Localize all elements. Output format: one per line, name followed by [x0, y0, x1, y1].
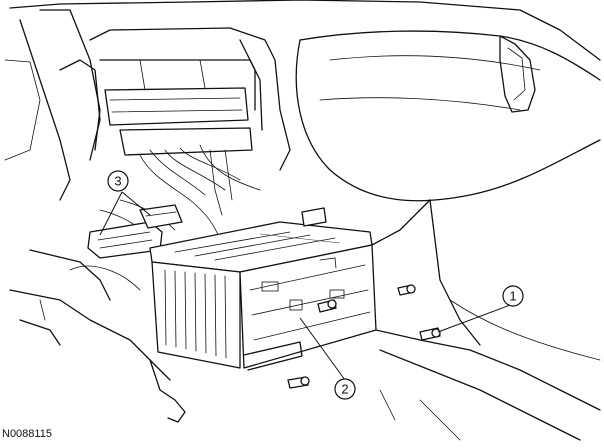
radio-opening-frame [59, 27, 291, 171]
callout-1-label: 1 [509, 289, 516, 304]
bolt-item-2-center [317, 299, 337, 313]
callout-2: 2 [334, 378, 356, 400]
callout-2-label: 2 [341, 382, 348, 397]
dash-upper-structure [4, 0, 601, 202]
bolt-item-1 [419, 327, 441, 341]
bolt-item-2-lower [287, 376, 310, 389]
callout-3: 3 [107, 170, 129, 192]
callout-3-label: 3 [114, 174, 121, 189]
callout-leaders [99, 191, 514, 381]
figure-reference-code: N0088115 [2, 428, 52, 440]
bolt-item-2-right [397, 284, 416, 296]
lower-left-support [9, 249, 186, 423]
radio-unit [149, 207, 377, 371]
right-console-structure [371, 199, 601, 441]
callout-1: 1 [502, 285, 524, 307]
